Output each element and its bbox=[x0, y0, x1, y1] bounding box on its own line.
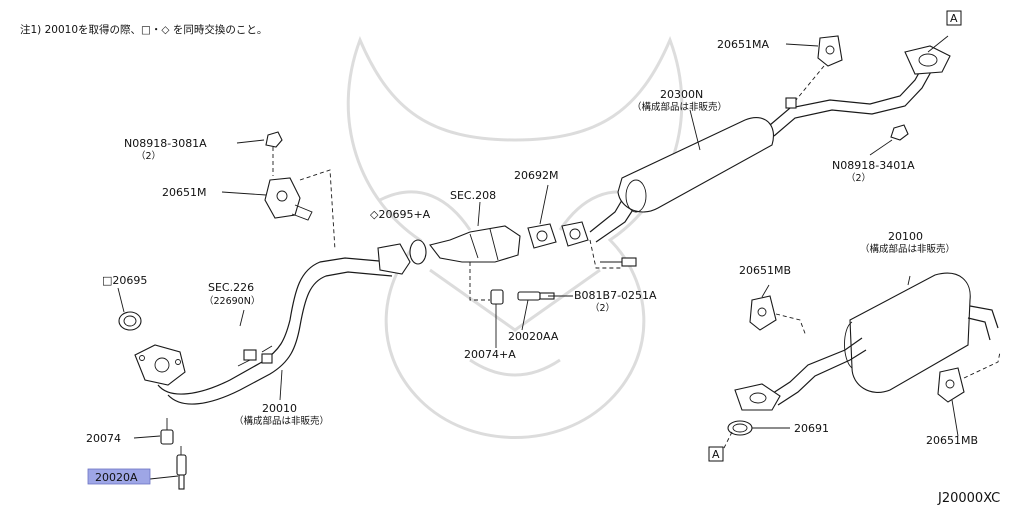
hanger-20651MB-upper[interactable] bbox=[749, 295, 777, 331]
ref-a-top: A bbox=[950, 12, 958, 25]
plug-20074[interactable] bbox=[160, 418, 174, 445]
hanger-20651MB-lower[interactable] bbox=[937, 367, 965, 403]
sensor-20020A[interactable] bbox=[176, 446, 187, 490]
highlight-20020A bbox=[87, 468, 151, 485]
label-08918-3081A-qty: （2） bbox=[136, 150, 161, 162]
gasket-20695[interactable] bbox=[118, 311, 142, 331]
label-20300N[interactable]: 20300N bbox=[660, 88, 703, 101]
label-20651MA[interactable]: 20651MA bbox=[717, 38, 769, 51]
front-pipe-20010[interactable] bbox=[157, 257, 393, 405]
nut-08918-3401A[interactable] bbox=[890, 124, 909, 141]
flange-rear-bottom[interactable] bbox=[734, 383, 781, 411]
center-muffler-20300N[interactable] bbox=[589, 61, 933, 243]
label-081B7-0251A[interactable]: B081B7-0251A bbox=[574, 289, 657, 302]
label-20300N-note: （構成部品は非販売） bbox=[632, 101, 727, 113]
gasket-20692M[interactable] bbox=[527, 223, 557, 249]
label-20010-note: （構成部品は非販売） bbox=[234, 415, 329, 427]
ref-box-a-top[interactable] bbox=[946, 10, 962, 26]
ref-a-bottom: A bbox=[712, 448, 720, 461]
label-08918-3401A[interactable]: N08918-3401A bbox=[832, 159, 915, 172]
label-20651M[interactable]: 20651M bbox=[162, 186, 206, 199]
plug-20074A[interactable] bbox=[490, 289, 504, 305]
nut-08918-3081A[interactable] bbox=[265, 131, 283, 148]
hanger-20651M[interactable] bbox=[264, 177, 313, 221]
rear-muffler-20100[interactable] bbox=[769, 272, 999, 406]
flange-middle[interactable] bbox=[377, 239, 427, 275]
label-20692M[interactable]: 20692M bbox=[514, 169, 558, 182]
label-08918-3081A[interactable]: N08918-3081A bbox=[124, 137, 207, 150]
flange-rear-top[interactable] bbox=[904, 45, 951, 75]
label-20695[interactable]: □20695 bbox=[102, 274, 147, 287]
gasket-20691[interactable] bbox=[727, 420, 753, 436]
label-20100[interactable]: 20100 bbox=[888, 230, 923, 243]
label-20100-note: （構成部品は非販売） bbox=[860, 243, 955, 255]
flange-muffler-inlet[interactable] bbox=[561, 221, 589, 247]
note-text: 注1) 20010を取得の際、□・◇ を同時交換のこと。 bbox=[20, 23, 267, 36]
hanger-20651MA[interactable] bbox=[817, 35, 843, 67]
bolt-081B7-0251A[interactable] bbox=[600, 257, 637, 267]
label-20074A[interactable]: 20074+A bbox=[464, 348, 516, 361]
label-081B7-0251A-qty: （2） bbox=[590, 302, 615, 314]
label-20651MB-bottom[interactable]: 20651MB bbox=[926, 434, 978, 447]
label-20074[interactable]: 20074 bbox=[86, 432, 121, 445]
label-20695A[interactable]: ◇20695+A bbox=[370, 208, 431, 221]
label-sec226-sub: （22690N） bbox=[204, 295, 260, 307]
front-flange[interactable] bbox=[134, 344, 186, 386]
label-20020A[interactable]: 20020A bbox=[95, 471, 138, 484]
ref-box-a-bottom[interactable] bbox=[708, 446, 724, 462]
label-20020AA[interactable]: 20020AA bbox=[508, 330, 559, 343]
label-sec226[interactable]: SEC.226 bbox=[208, 281, 254, 294]
label-20691[interactable]: 20691 bbox=[794, 422, 829, 435]
label-20010[interactable]: 20010 bbox=[262, 402, 297, 415]
label-sec208[interactable]: SEC.208 bbox=[450, 189, 496, 202]
catalyst-sec208[interactable] bbox=[429, 225, 521, 263]
diagram-code: J20000XC bbox=[937, 491, 1000, 506]
label-08918-3401A-qty: （2） bbox=[846, 172, 871, 184]
label-20651MB-top[interactable]: 20651MB bbox=[739, 264, 791, 277]
